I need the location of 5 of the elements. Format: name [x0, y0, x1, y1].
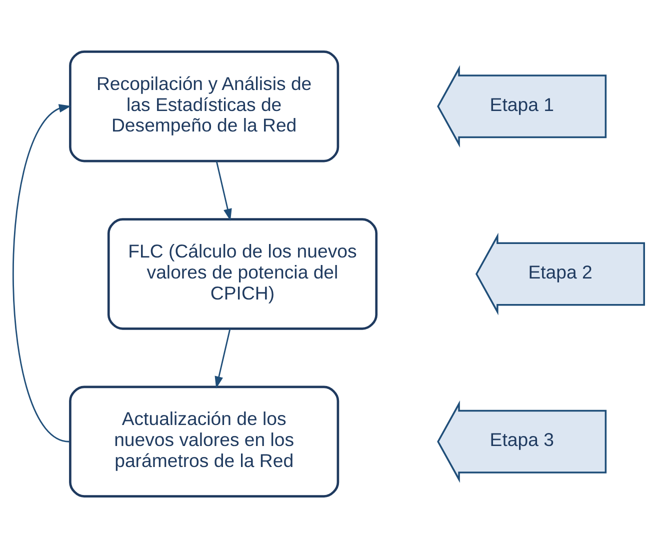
node-box: Recopilación y Análisis de las Estadísticas de Desempeño de la Red: [69, 50, 340, 162]
arrow: [214, 328, 231, 388]
node-box: FLC (Cálculo de los nuevos valores de potencia del CPICH): [107, 218, 378, 330]
arrow: [216, 160, 232, 220]
node-box: Actualización de los nuevos valores en los parámetros de la Red: [69, 385, 340, 498]
